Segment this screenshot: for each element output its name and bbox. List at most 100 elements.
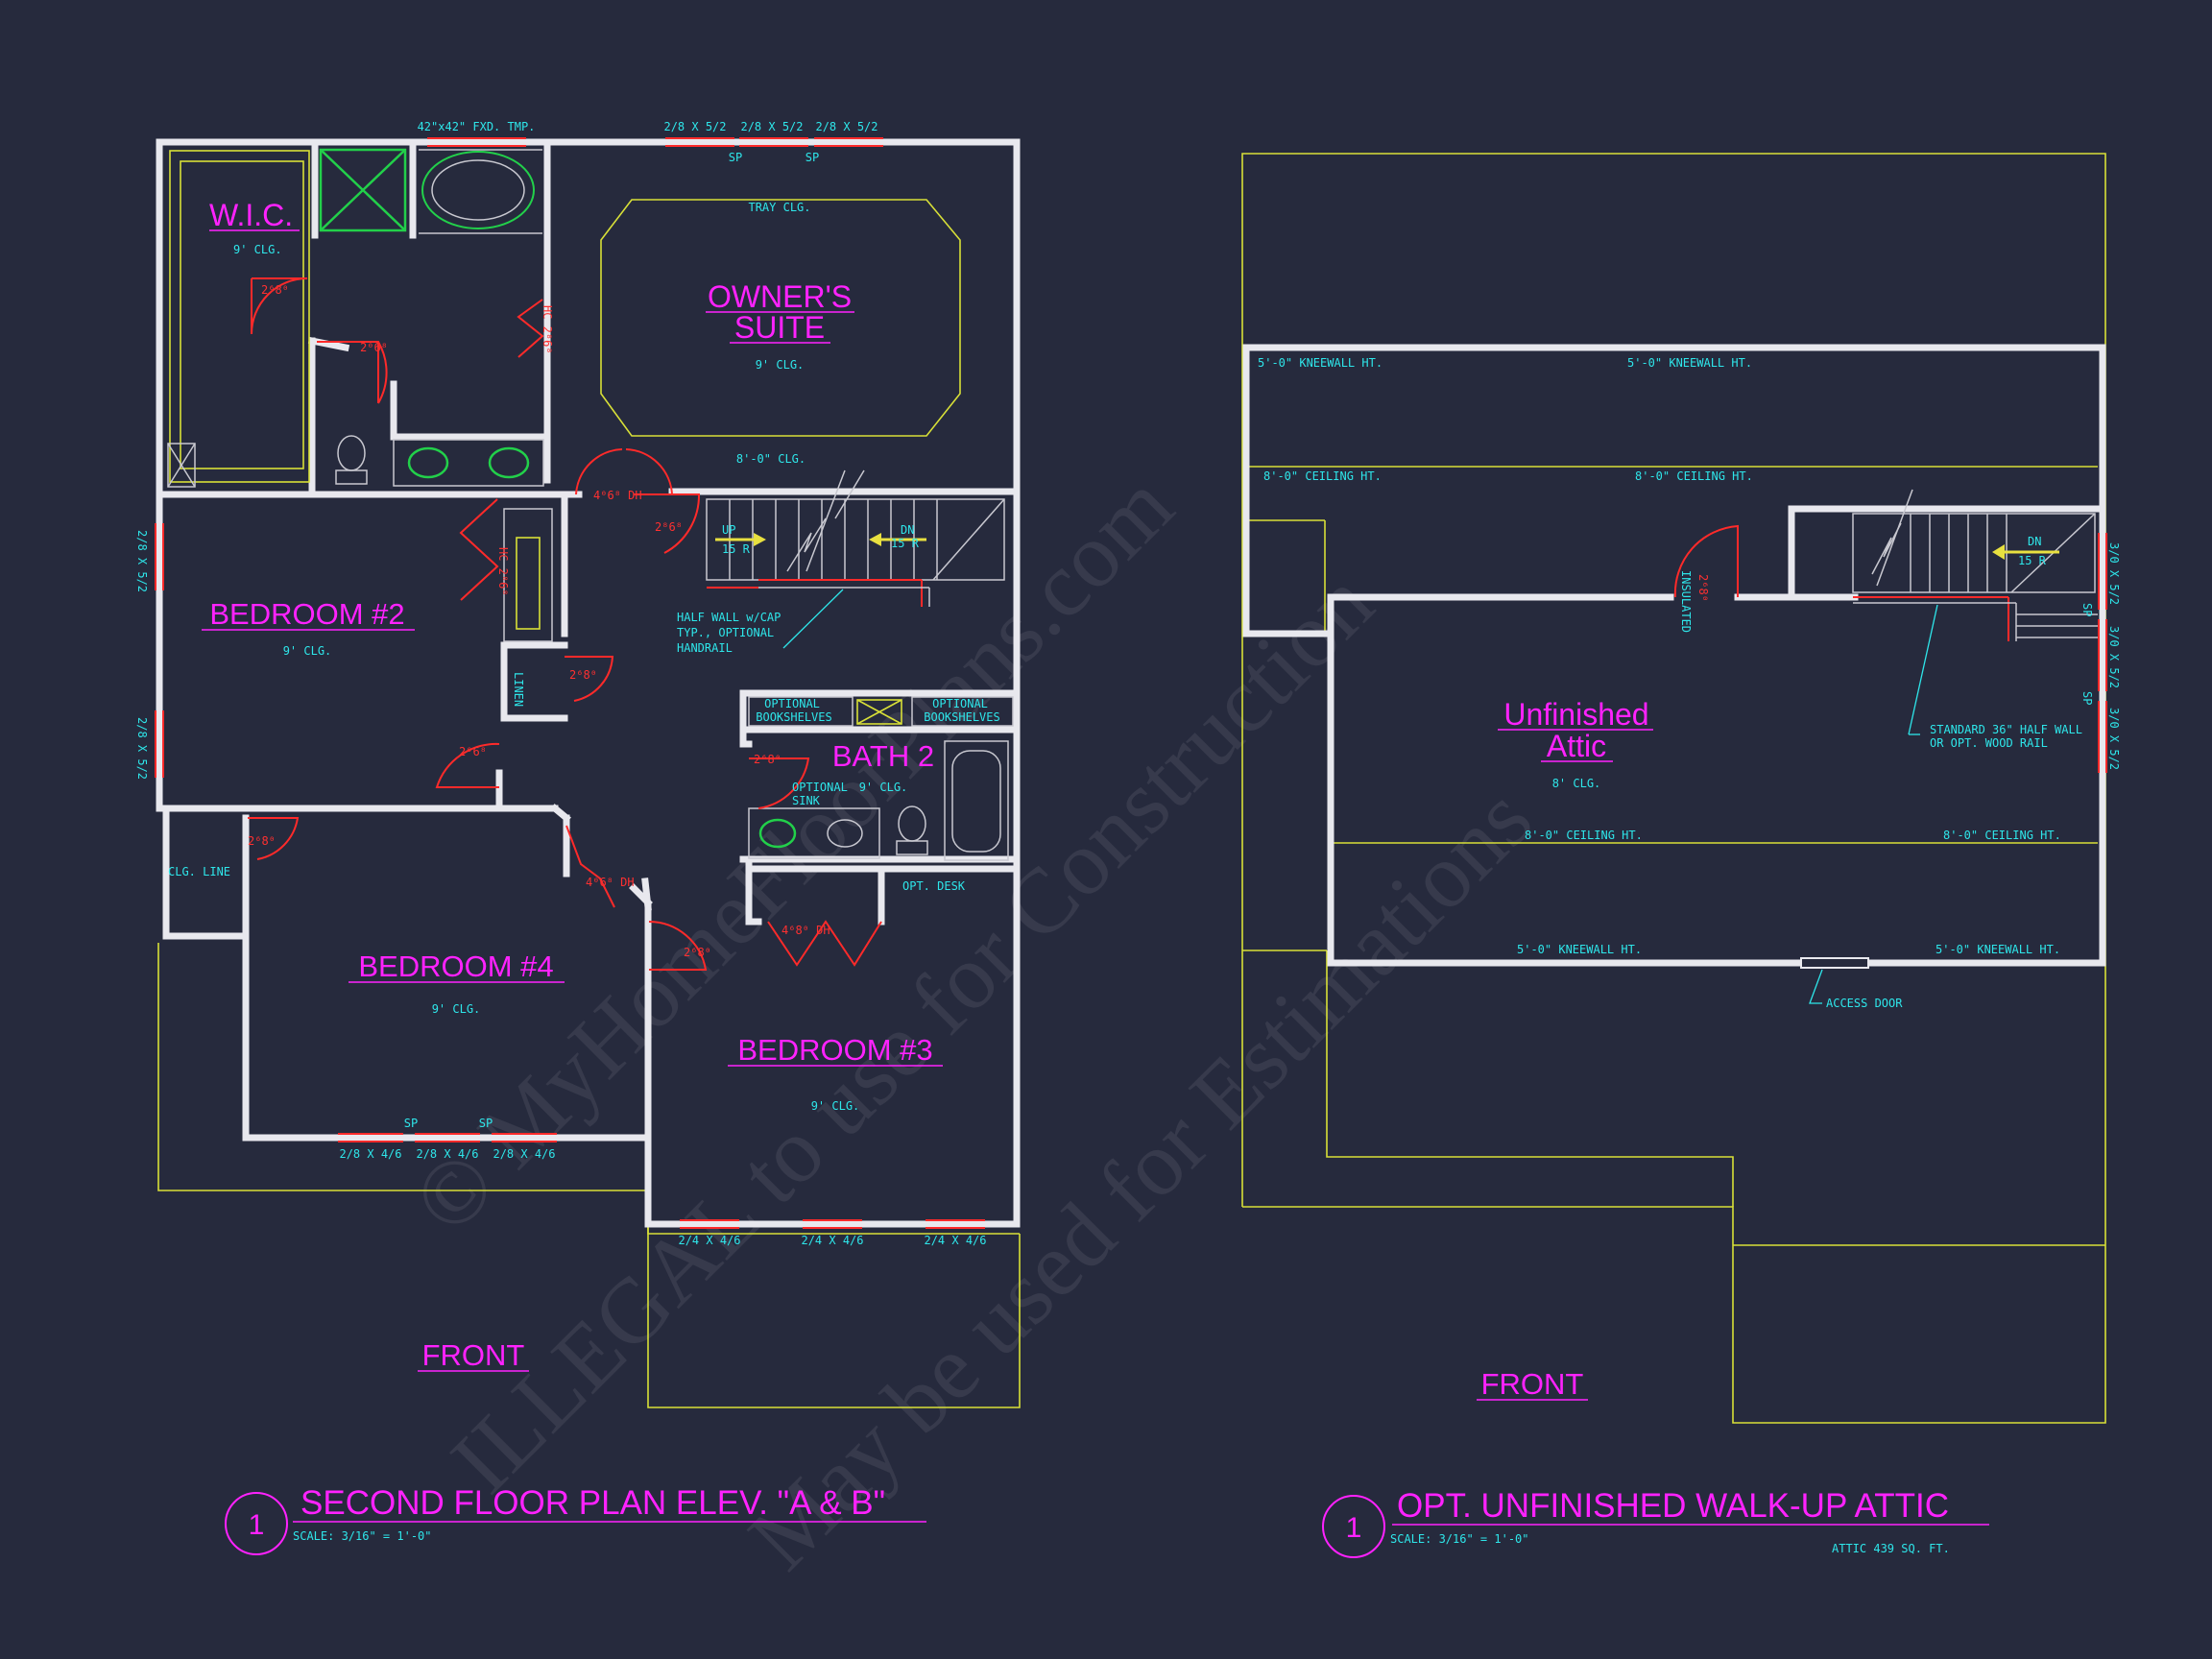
shower-icon	[319, 148, 407, 232]
window-sp-label: SP	[729, 151, 742, 164]
attic-drawing-scale: SCALE: 3/16" = 1'-0"	[1390, 1532, 1529, 1546]
attic-ceiling-note: 8' CLG.	[1552, 777, 1601, 790]
window-sp-label: SP	[805, 151, 819, 164]
attic-drawing-number-circle	[1322, 1495, 1385, 1558]
window-sp-label: SP	[404, 1117, 418, 1130]
access-door	[1800, 957, 1869, 969]
door-label: 4⁰6⁸ DH	[586, 876, 635, 889]
half-wall-note-2: TYP., OPTIONAL	[677, 626, 774, 639]
attic-stair-down-note: DN	[2028, 535, 2041, 548]
vanity-counter	[393, 439, 544, 487]
kneewall-note: 5'-0" KNEEWALL HT.	[1517, 943, 1642, 956]
half-wall-note-1: HALF WALL w/CAP	[677, 611, 781, 624]
bookshelf-right	[911, 696, 1014, 727]
sink-icon	[407, 446, 449, 479]
room-label-suite: SUITE	[734, 310, 825, 345]
kneewall-note: 5'-0" KNEEWALL HT.	[1627, 356, 1752, 370]
room-label-unfinished: Unfinished	[1503, 697, 1648, 732]
sink-icon	[488, 446, 530, 479]
watermark-line-3: May be used for Estimations	[729, 767, 1551, 1589]
sink-icon	[758, 818, 797, 849]
kneewall-note: 5'-0" KNEEWALL HT.	[1258, 356, 1382, 370]
ceiling-height-note: 8'-0" CEILING HT.	[1943, 829, 2061, 842]
door-label: 2⁶8⁰	[569, 668, 597, 682]
bookshelf-left	[748, 696, 854, 727]
optional-sink-note-1: OPTIONAL	[792, 781, 848, 794]
interior-walls	[161, 138, 1021, 940]
drawing-scale: SCALE: 3/16" = 1'-0"	[293, 1529, 432, 1543]
door-label: 2⁶8⁰	[261, 283, 289, 297]
ceiling-height-note: 8'-0" CEILING HT.	[1263, 469, 1382, 483]
half-wall-note-3: HANDRAIL	[677, 641, 733, 655]
bookshelf-right-note-1: OPTIONAL	[932, 697, 988, 710]
window-label: 3/0 X 5/2	[2107, 708, 2121, 770]
bookshelf-right-note-2: BOOKSHELVES	[924, 710, 999, 724]
attic-front-label: FRONT	[1481, 1367, 1584, 1401]
room-label-bedroom-2: BEDROOM #2	[209, 597, 404, 631]
owners-ceiling-note: 9' CLG.	[756, 358, 805, 372]
window-label: 2/8 X 5/2	[135, 530, 149, 592]
window-label: 2/8 X 4/6	[416, 1147, 478, 1161]
bedroom-3-ceiling-note: 9' CLG.	[811, 1099, 860, 1113]
ceiling-height-note: 8'-0" CEILING HT.	[1635, 469, 1753, 483]
bath2-tub-icon	[944, 740, 1009, 861]
window-label: 2/8 X 5/2	[135, 717, 149, 780]
toilet-icon	[337, 435, 366, 471]
wic-shelf-outline	[169, 150, 310, 483]
linen-note: LINEN	[512, 672, 525, 707]
half-wall-rail-note-2: OR OPT. WOOD RAIL	[1930, 736, 2048, 750]
tray-ceiling-note: TRAY CLG.	[748, 201, 810, 214]
window-label: 2/8 X 5/2	[740, 120, 803, 133]
door-label: HC 2⁸6⁸	[496, 547, 510, 596]
lower-roof-outline	[157, 943, 1021, 1408]
door-label: 4⁶8⁰ DH	[781, 924, 830, 937]
room-label-bedroom-4: BEDROOM #4	[358, 950, 553, 983]
exterior-walls	[156, 138, 1021, 1228]
ceiling-height-note: 8'-0" CEILING HT.	[1525, 829, 1643, 842]
attic-plan: 5'-0" KNEEWALL HT. 5'-0" KNEEWALL HT. 8'…	[1241, 153, 2121, 1558]
optional-sink-icon	[827, 819, 863, 848]
attic-drawing-title: OPT. UNFINISHED WALK-UP ATTIC	[1397, 1487, 1949, 1525]
door-label: 2⁸6⁸	[655, 520, 683, 534]
stair-up-note: UP	[722, 523, 735, 537]
window-label: 2/4 X 4/6	[924, 1234, 986, 1247]
insulated-door	[1673, 524, 1739, 598]
door-label: 2⁰6⁸	[459, 745, 487, 758]
toilet-icon	[898, 805, 926, 842]
linen-closet	[503, 508, 553, 642]
door-label: 4⁰6⁸ DH	[593, 489, 642, 502]
wic-hatch	[167, 443, 196, 488]
down-arrow-icon	[1992, 544, 2005, 560]
roof-outline	[1241, 153, 2106, 1424]
room-label-owners: OWNER'S	[708, 279, 852, 314]
room-label-wic: W.I.C.	[209, 198, 293, 232]
optional-desk-note: OPT. DESK	[902, 879, 966, 893]
door-label: 2⁰6⁸	[360, 341, 388, 354]
tray-ceiling-outline	[600, 199, 961, 437]
stair-down-risers: 15 R	[891, 537, 920, 550]
window-label: 2/4 X 4/6	[801, 1234, 863, 1247]
window-label: 2/4 X 4/6	[678, 1234, 740, 1247]
second-floor-plan: W.I.C. 9' CLG. OWNER'S SUITE 9' CLG. TRA…	[135, 120, 1021, 1555]
stair-down-note: DN	[901, 523, 914, 537]
up-arrow-icon	[754, 533, 766, 546]
window-fxd-tmp-note: 42"x42" FXD. TMP.	[418, 120, 536, 133]
attic-windows	[2098, 533, 2107, 773]
staircase	[706, 469, 1005, 649]
drawing-number: 1	[249, 1509, 265, 1541]
front-label: FRONT	[422, 1338, 525, 1372]
window-label: 3/0 X 5/2	[2107, 626, 2121, 688]
ceiling-line-note: CLG. LINE	[168, 865, 230, 878]
window-sp-label: SP	[2080, 603, 2094, 616]
window-label: 2/8 X 4/6	[493, 1147, 555, 1161]
drawing-title: SECOND FLOOR PLAN ELEV. "A & B"	[301, 1484, 885, 1522]
half-wall-rail-note-1: STANDARD 36" HALF WALL	[1930, 723, 2082, 736]
insulated-note: INSULATED	[1679, 570, 1693, 633]
window-sp-label: SP	[2080, 691, 2094, 705]
attic-walls	[1242, 344, 2106, 967]
room-label-bedroom-3: BEDROOM #3	[737, 1033, 932, 1067]
window-label: 2/8 X 5/2	[663, 120, 726, 133]
room-label-bath-2: BATH 2	[832, 739, 934, 773]
optional-sink-note-2: SINK	[792, 794, 821, 807]
